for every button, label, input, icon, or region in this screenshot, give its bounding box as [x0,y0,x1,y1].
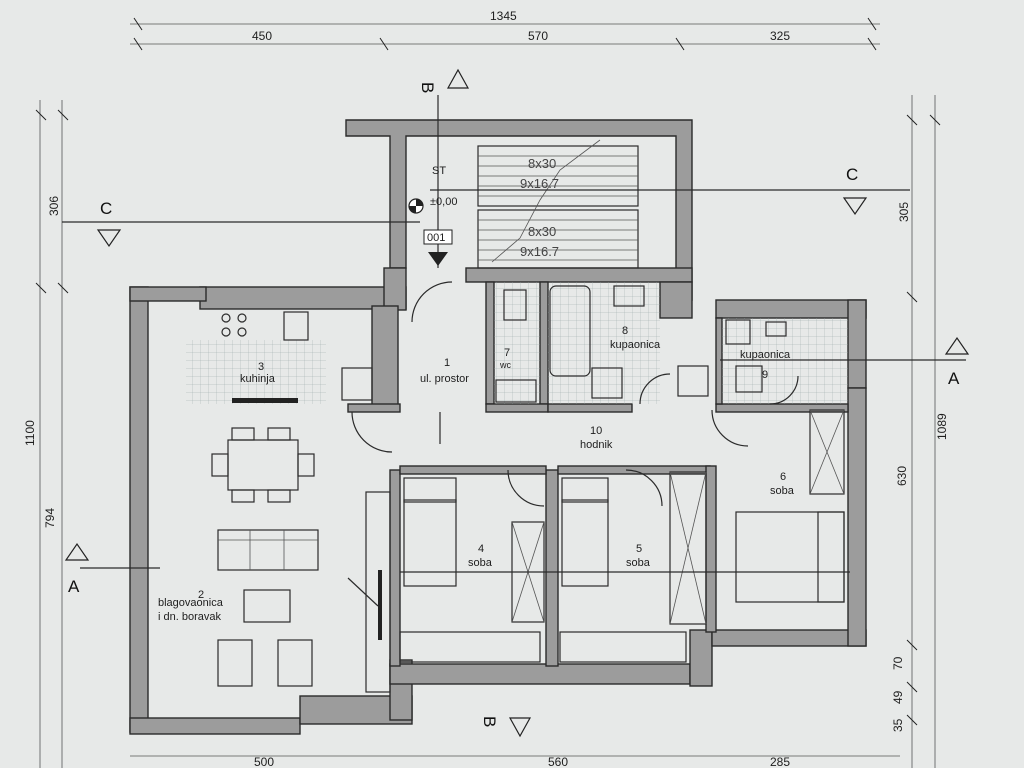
dim-right-small1: 70 [891,656,905,670]
room-10-name: hodnik [580,439,613,451]
level-label: ±0,00 [430,196,457,208]
dim-bottom-right: 285 [770,755,790,768]
wardrobe-icon [669,471,707,625]
desk-icon [399,631,541,663]
room-2-name-line2: i dn. boravak [158,611,221,623]
entry-tag-box [423,229,453,245]
upper-flight-risers: 9x16.7 [520,176,559,191]
tv-unit-icon [365,491,391,693]
dimension-values: 1345 450 570 325 500 560 285 1100 306 79… [23,9,949,768]
entry-arrow-icon [428,252,448,266]
section-triangle-icon [944,336,970,355]
kitchen-counter-icon [232,398,298,403]
section-b-top-label: B [418,82,437,93]
dim-top-left: 450 [252,29,272,43]
armchair-icon [217,639,253,687]
dim-bottom-left: 500 [254,755,274,768]
doors [347,281,799,607]
room-3-name: kuhinja [240,373,276,385]
section-triangle-icon [64,542,90,561]
kitchen-hob-icon [221,313,247,337]
room-10-number: 10 [590,425,602,437]
room-7-number: 7 [504,347,510,359]
double-bed-icon [735,511,845,603]
washbasin-icon [765,321,787,337]
upper-flight-steps: 8x30 [528,156,556,171]
dim-left-top: 306 [47,196,61,216]
room-4-number: 4 [478,543,484,555]
section-triangle-icon [842,197,868,216]
toilet-icon [735,365,763,393]
room-1-number: 1 [444,357,450,369]
kitchen-sink-icon [283,311,309,341]
stair-label: ST [432,165,446,177]
room-8-number: 8 [622,325,628,337]
room-3-number: 3 [258,361,264,373]
walls [129,119,867,735]
washbasin-icon [495,379,537,403]
room-7-name: wc [499,360,511,370]
washing-machine-icon [591,367,623,399]
room-8-name: kupaonica [610,339,661,351]
dim-bottom-mid: 560 [548,755,568,768]
toilet-icon [503,289,527,321]
section-c-right-label: C [846,165,858,184]
stair-flights [477,139,639,269]
desk-icon [559,631,687,663]
washbasin-icon [613,285,645,307]
room-2-number: 2 [198,589,204,601]
section-a-right-label: A [948,369,960,388]
room-2-name-line1: blagovaonica [158,597,224,609]
section-triangle-icon [96,229,122,248]
dim-left-bottom: 794 [43,508,57,528]
section-triangle-icon [508,717,532,738]
sofa-icon [217,529,319,571]
bathtub-icon [549,285,591,377]
boiler-icon [725,319,751,345]
dining-table-icon [211,427,315,503]
room-6-number: 6 [780,471,786,483]
dim-top-right: 325 [770,29,790,43]
room-1-name: ul. prostor [420,373,469,385]
dim-left-total: 1100 [23,420,37,446]
dimension-lines [35,17,941,768]
dim-right-small3: 35 [891,718,905,732]
dim-top-mid: 570 [528,29,548,43]
armchair-icon [277,639,313,687]
section-b-bottom-label: B [480,716,499,727]
entry-tag: 001 [427,232,445,244]
room-labels: 1 ul. prostor 2 blagovaonica i dn. borav… [158,325,795,623]
coffee-table-icon [243,589,291,623]
tiled-floors [186,282,848,404]
wardrobe-icon [809,409,845,495]
lower-flight-steps: 8x30 [528,224,556,239]
room-5-number: 5 [636,543,642,555]
stair-annotations: ST ±0,00 001 8x30 9x16.7 8x30 9x16.7 [408,156,559,266]
room-9-name: kupaonica [740,349,791,361]
dim-right-total: 1089 [935,413,949,440]
lower-flight-risers: 9x16.7 [520,244,559,259]
room-9-number: 9 [762,369,768,381]
toilet-icon [677,365,709,397]
room-5-name: soba [626,557,651,569]
room-4-name: soba [468,557,493,569]
dim-top-total: 1345 [490,9,517,23]
section-triangle-icon [446,68,470,89]
dim-right-mid: 630 [895,466,909,486]
bed-icon [561,477,609,587]
section-markers: B B C C A A [64,68,970,738]
section-a-left-label: A [68,577,80,596]
room-6-name: soba [770,485,795,497]
section-c-left-label: C [100,199,112,218]
dim-right-small2: 49 [891,690,905,704]
dim-right-top: 305 [897,202,911,222]
bed-icon [403,477,457,587]
